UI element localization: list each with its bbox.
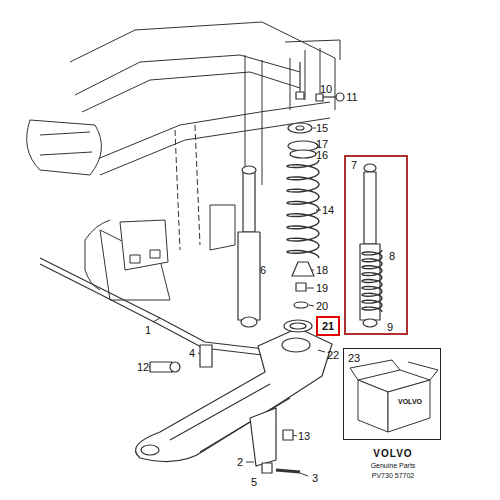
- callout-number: 8: [389, 251, 395, 262]
- callout-number: 1: [145, 325, 151, 336]
- spring-stack: [284, 62, 344, 332]
- callout-number: 21: [322, 321, 334, 332]
- callout-number: 4: [189, 348, 195, 359]
- callout-number: 3: [312, 473, 318, 484]
- callout-number: 19: [316, 283, 328, 294]
- trailing-arm: [136, 328, 333, 473]
- brand-text: VOLVO: [373, 449, 412, 459]
- callout-number: 17: [316, 139, 328, 150]
- coil-spring: [287, 160, 319, 258]
- callout-number: 15: [316, 123, 328, 134]
- callout-number: 16: [316, 150, 328, 161]
- callout-number: 5: [251, 477, 257, 488]
- coil-spring: [362, 250, 382, 312]
- callout-number: 11: [346, 92, 357, 103]
- callout-number: 6: [260, 265, 266, 276]
- callout-number: 23: [348, 353, 360, 364]
- callout-number: 13: [298, 431, 310, 442]
- callout-number: 7: [351, 160, 357, 171]
- callout-number: 2: [237, 457, 243, 468]
- highlight-box: 21: [316, 316, 340, 336]
- kit-frame: 7 8 9: [344, 155, 408, 335]
- callout-number: 18: [316, 265, 328, 276]
- callout-number: 9: [387, 322, 393, 333]
- package-frame: 23VOLVO: [343, 348, 441, 440]
- parts-box: [350, 360, 438, 432]
- callout-number: 14: [322, 205, 334, 216]
- shock-kit: [360, 164, 382, 327]
- shock-absorber: [238, 166, 260, 327]
- box-print: VOLVO: [398, 398, 422, 405]
- brand-text: Genuine Parts: [371, 462, 416, 469]
- callout-number: 10: [320, 84, 332, 95]
- callout-number: 22: [327, 350, 339, 361]
- callout-number: 12: [137, 362, 149, 373]
- callout-number: 20: [316, 301, 328, 312]
- brand-text: PV730 57702: [372, 472, 414, 479]
- car-body: [27, 22, 340, 300]
- leader-lines: [149, 128, 325, 476]
